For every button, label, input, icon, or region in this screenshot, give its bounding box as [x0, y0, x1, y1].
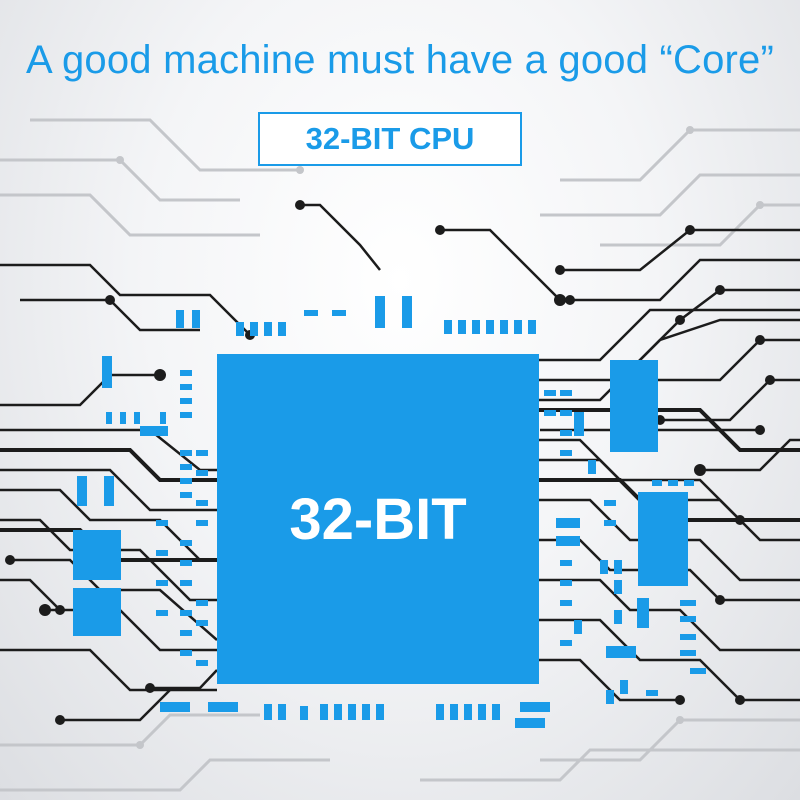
- cpu-chip-label: 32-BIT: [289, 486, 467, 552]
- light-trace-nodes: [116, 126, 764, 749]
- left-component-block-top: [73, 530, 121, 580]
- smd-components: [77, 296, 706, 728]
- right-component-block-top: [610, 360, 658, 452]
- cpu-chip: [217, 354, 539, 684]
- headline: A good machine must have a good “Core”: [25, 38, 775, 82]
- component-blocks: [73, 360, 688, 636]
- left-component-block-bottom: [73, 588, 121, 636]
- right-component-block-bottom: [638, 492, 688, 586]
- cpu-badge: 32-BIT CPU: [258, 112, 522, 166]
- light-traces: [0, 118, 800, 792]
